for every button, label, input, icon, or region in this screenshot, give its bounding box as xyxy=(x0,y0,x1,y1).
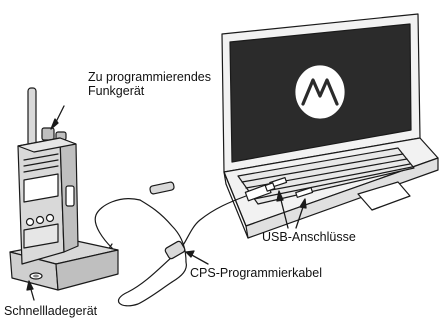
laptop xyxy=(221,13,439,239)
motorola-logo-icon xyxy=(295,65,345,119)
ptt-button xyxy=(65,185,75,207)
cps-cable-label: CPS-Programmierkabel xyxy=(190,266,322,280)
ferrite-bead xyxy=(164,240,186,260)
radio-button xyxy=(35,215,45,225)
usb-ports-label: USB-Anschlüsse xyxy=(262,230,356,244)
radio-label: Zu programmierendes Funkgerät xyxy=(88,70,211,98)
radio-label-line1: Zu programmierendes xyxy=(88,70,211,84)
radio-label-line2: Funkgerät xyxy=(88,84,145,98)
radio-antenna xyxy=(27,87,37,147)
cps-cable xyxy=(94,181,276,307)
radio xyxy=(17,87,79,265)
laptop-touchpad xyxy=(357,181,411,211)
pointer-arrows xyxy=(26,105,307,301)
charger-label: Schnellladegerät xyxy=(4,304,98,318)
radio-button xyxy=(45,213,55,223)
radio-button xyxy=(25,217,35,227)
usb-port xyxy=(295,187,314,198)
radio-display xyxy=(23,173,59,203)
